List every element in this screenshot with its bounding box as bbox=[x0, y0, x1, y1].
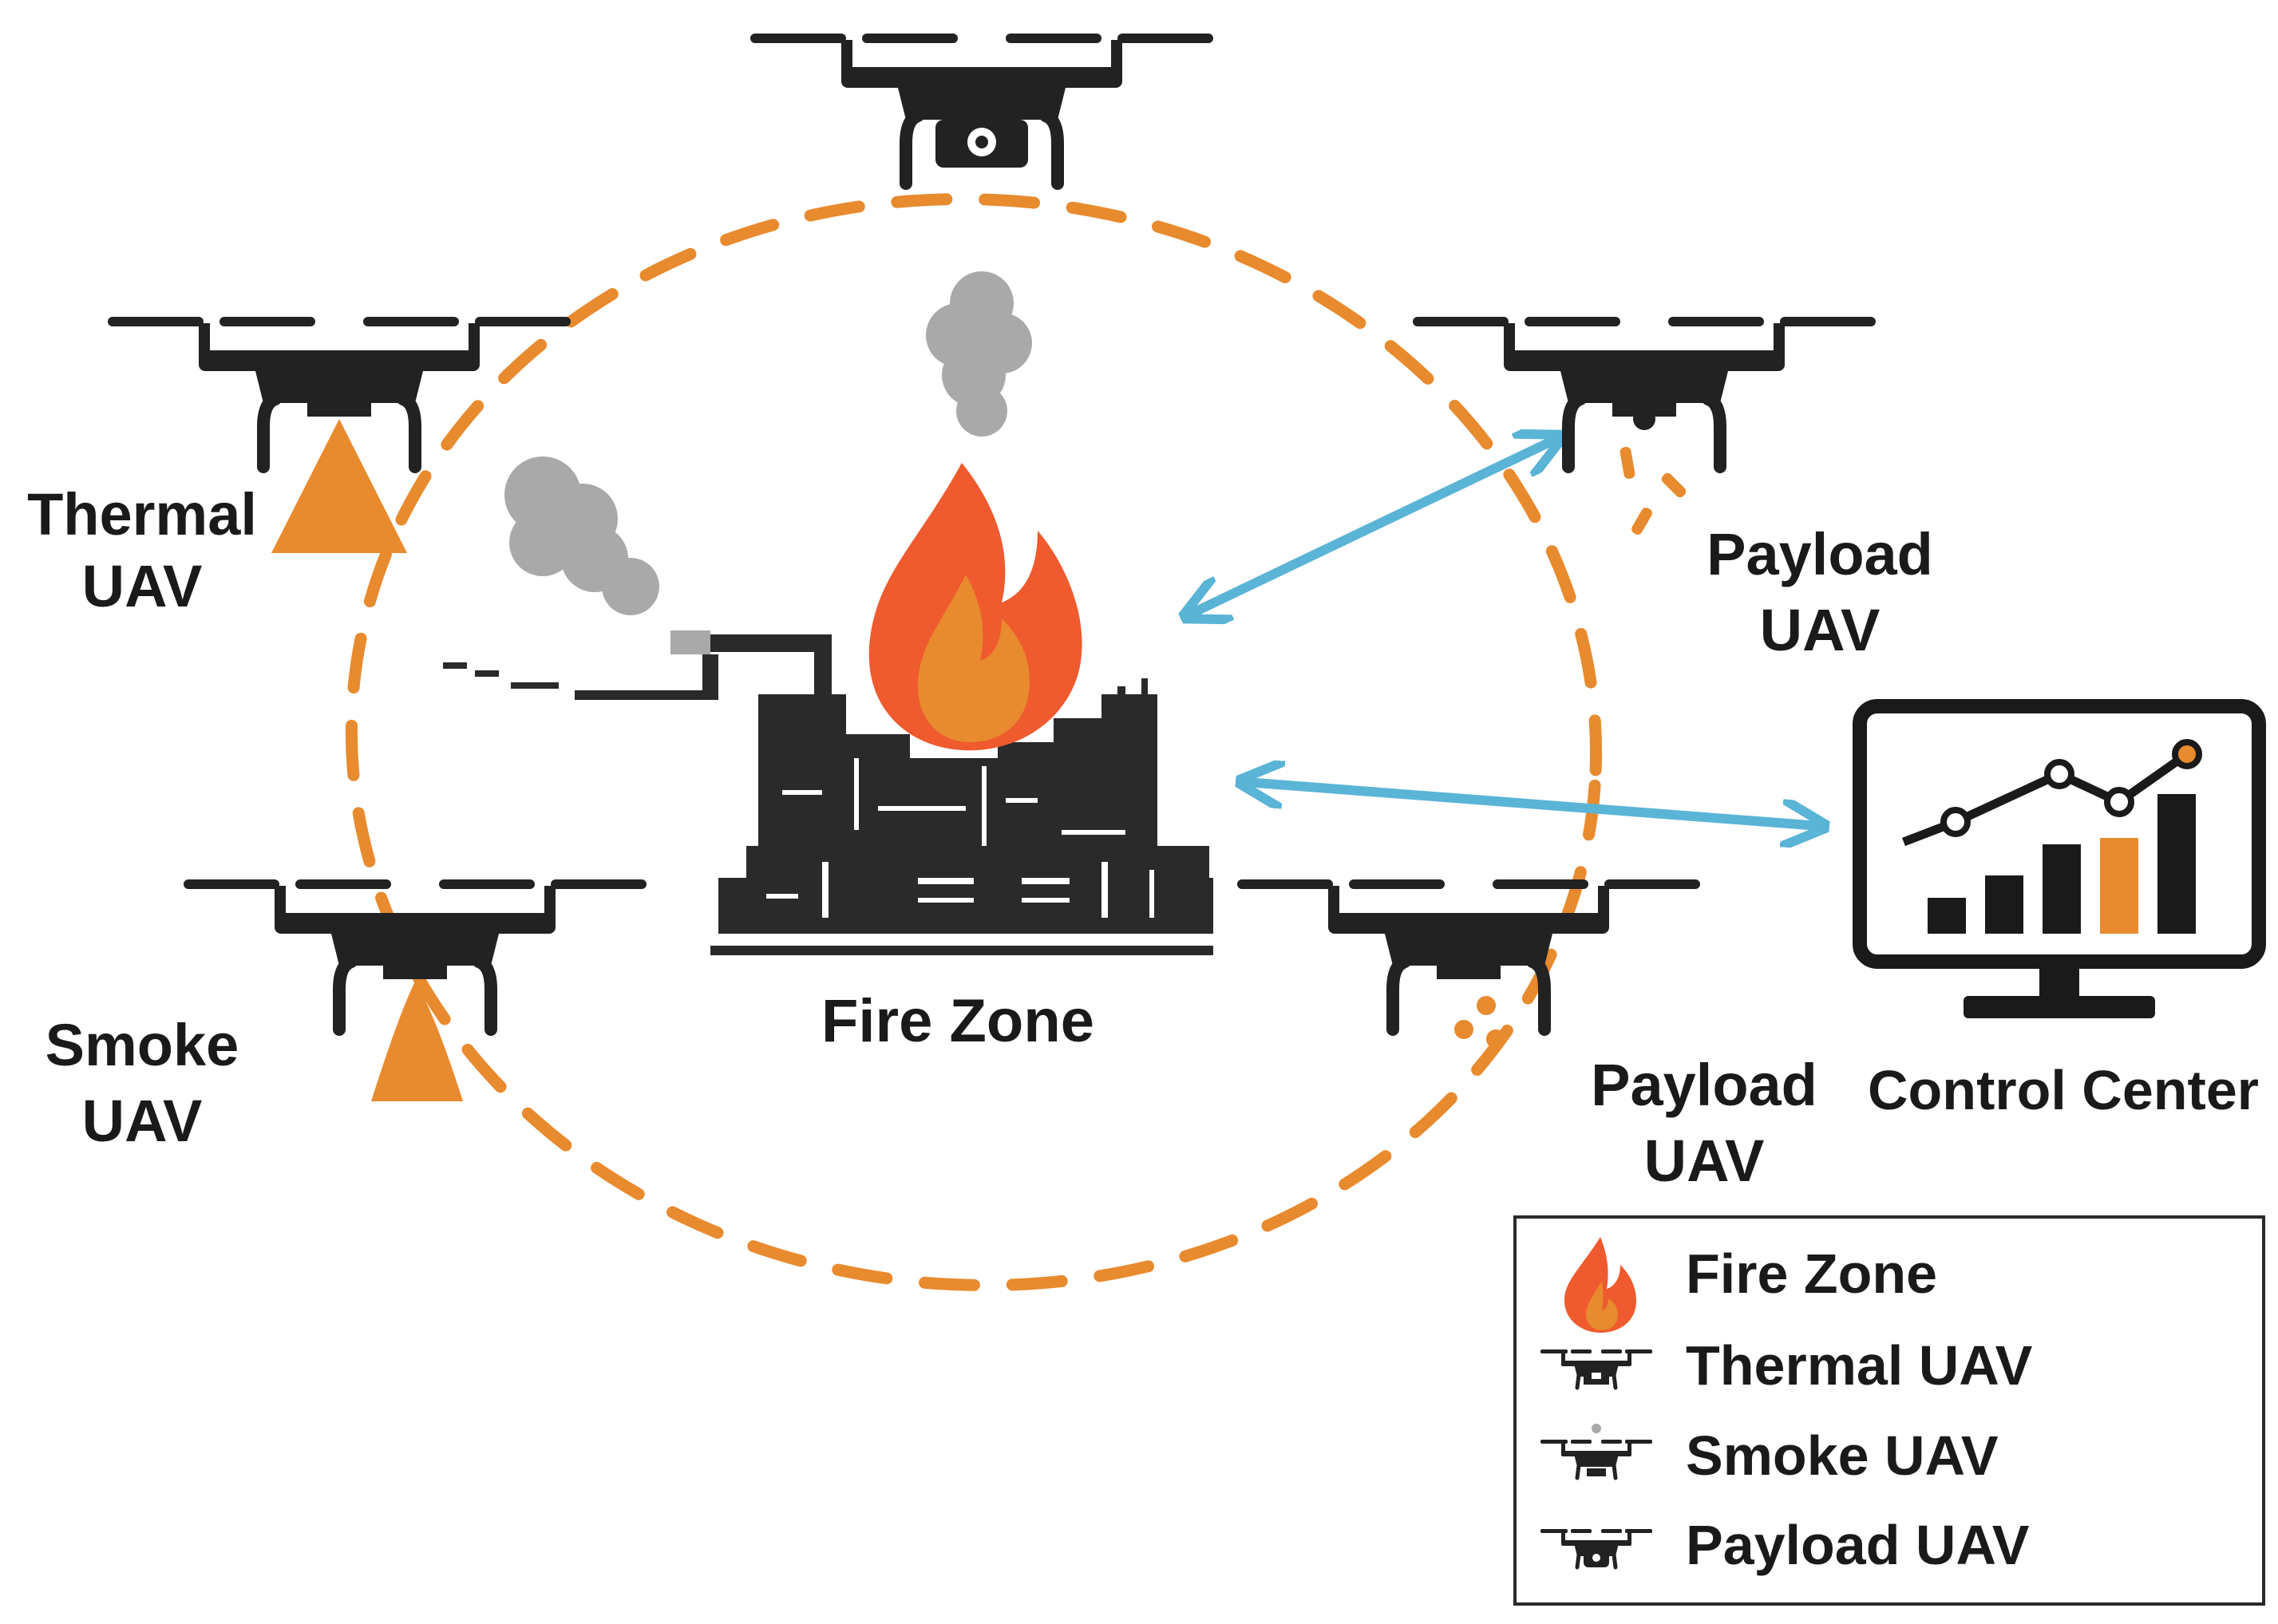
label-smoke-uav-line2: UAV bbox=[82, 1088, 203, 1154]
factory-silhouette bbox=[443, 630, 1213, 955]
label-payload-uav-bottom-line2: UAV bbox=[1644, 1128, 1765, 1194]
legend-box bbox=[1513, 1215, 2265, 1606]
drone-thermal-icon bbox=[1540, 1349, 1652, 1388]
smoke-cloud-left bbox=[504, 456, 659, 615]
flame-icon bbox=[1564, 1237, 1636, 1333]
smoke-cloud-top bbox=[926, 271, 1032, 437]
label-control-center: Control Center bbox=[1868, 1059, 2259, 1121]
drone-payload-icon bbox=[1540, 1529, 1652, 1567]
label-payload-uav-bottom-line1: Payload bbox=[1591, 1052, 1817, 1118]
label-payload-uav-top-line2: UAV bbox=[1760, 597, 1881, 663]
label-payload-uav-top-line1: Payload bbox=[1707, 521, 1933, 587]
drone-thermal bbox=[108, 317, 571, 553]
legend: Fire Zone Thermal UAV Smoke UAV Payload … bbox=[1513, 1215, 2265, 1606]
control-center-monitor bbox=[1853, 699, 2266, 1018]
drone-smoke bbox=[184, 879, 647, 1101]
link-arrow-payload bbox=[1189, 439, 1556, 614]
drone-payload-top bbox=[1413, 317, 1876, 535]
label-fire-zone: Fire Zone bbox=[821, 987, 1094, 1055]
label-smoke-uav-line1: Smoke bbox=[45, 1012, 239, 1078]
drone-top-camera bbox=[750, 34, 1213, 184]
fire-flame bbox=[868, 463, 1082, 751]
label-thermal-uav-line1: Thermal bbox=[27, 481, 257, 547]
drone-smoke-icon bbox=[1540, 1424, 1652, 1478]
link-arrow-control-center bbox=[1245, 782, 1820, 826]
legend-label-smoke-uav: Smoke UAV bbox=[1686, 1424, 1999, 1487]
legend-label-payload-uav: Payload UAV bbox=[1686, 1514, 2030, 1576]
legend-label-thermal-uav: Thermal UAV bbox=[1686, 1334, 2033, 1397]
label-thermal-uav-line2: UAV bbox=[82, 553, 203, 619]
drone-payload-bottom bbox=[1237, 879, 1700, 1049]
legend-label-fire-zone: Fire Zone bbox=[1686, 1243, 1937, 1305]
